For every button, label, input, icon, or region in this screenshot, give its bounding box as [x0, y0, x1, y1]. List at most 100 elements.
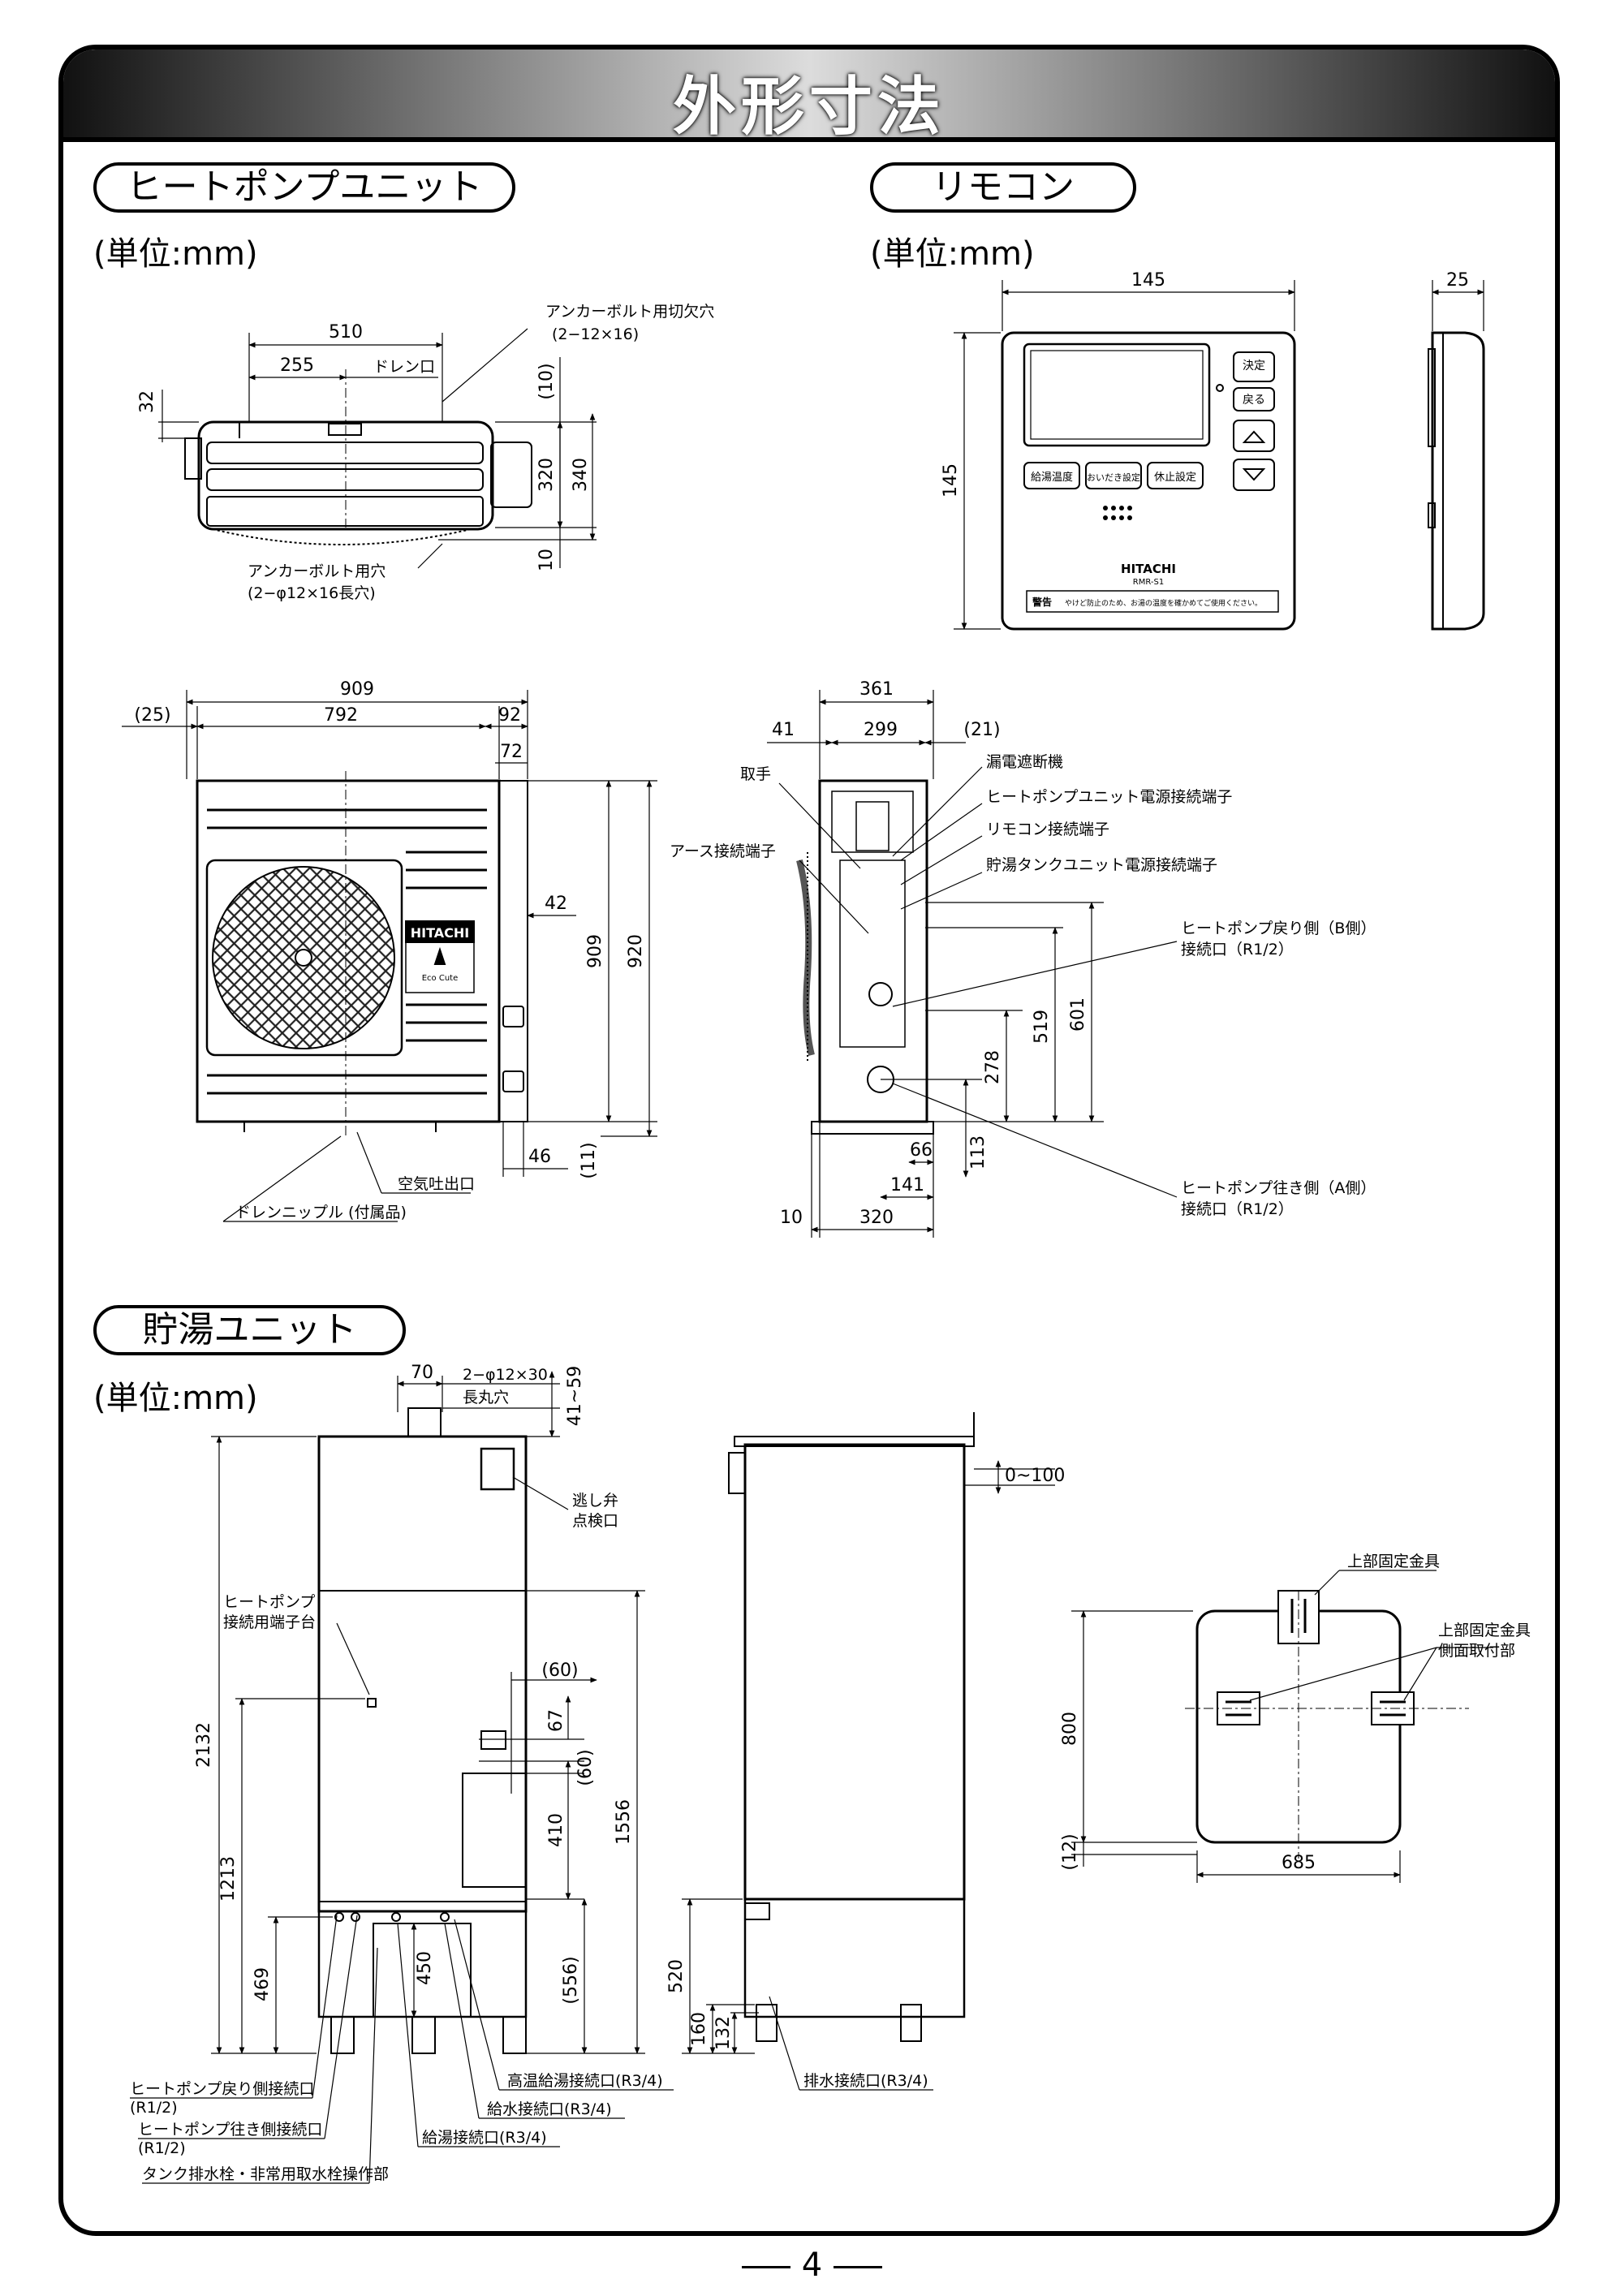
page-number-dash-right	[834, 2265, 883, 2268]
label-anchor-hole-spec: (2−φ12×16長穴)	[248, 584, 376, 602]
tank-front-view	[130, 1371, 674, 2184]
label-fixture: 上部固定金具	[1347, 1553, 1440, 1570]
dim-320-side: 320	[859, 1208, 894, 1228]
dim-11: (11)	[579, 1142, 599, 1178]
dim-556: (556)	[561, 1956, 581, 2004]
label-high-temp: 高温給湯接続口(R3/4)	[507, 2072, 663, 2090]
dim-410: 410	[546, 1813, 566, 1847]
dim-12: (12)	[1060, 1833, 1080, 1870]
page-frame: 外形寸法	[58, 45, 1560, 2236]
remote-button-pause: 休止設定	[1154, 471, 1196, 484]
dim-0-100: 0~100	[1005, 1466, 1065, 1486]
label-supply-a: ヒートポンプ往き側（A側）	[1181, 1179, 1376, 1197]
dim-1556: 1556	[614, 1799, 634, 1845]
remote-front-view	[954, 280, 1296, 631]
dim-450: 450	[415, 1951, 435, 1985]
remote-button-back: 戻る	[1243, 394, 1265, 407]
label-anchor-hole: アンカーボルト用穴	[248, 562, 386, 580]
heat-pump-side-text: 361 41 299 (21) 601 519 278 113 66 141 1…	[670, 679, 1376, 1228]
label-handle: 取手	[740, 765, 771, 783]
dim-70: 70	[411, 1363, 433, 1383]
label-relief-valve: 逃し弁	[572, 1492, 618, 1510]
tank-front-text: 70 2−φ12×30 長丸穴 41~59 2132 1213 469 (60)…	[130, 1363, 663, 2183]
dim-278: 278	[983, 1050, 1003, 1084]
label-remote-terminal: リモコン接続端子	[986, 821, 1109, 838]
label-water-supply: 給水接続口(R3/4)	[487, 2100, 612, 2118]
label-hp-terminal: ヒートポンプ	[223, 1593, 315, 1611]
unit-label-tank: (単位:mm)	[93, 1380, 258, 1417]
dim-160: 160	[689, 2012, 709, 2046]
dim-25: (25)	[134, 705, 170, 726]
dim-299: 299	[864, 720, 898, 740]
dim-slot: 2−φ12×30	[463, 1366, 548, 1384]
label-tank-drain: 排水接続口(R3/4)	[803, 2072, 928, 2090]
dim-320: 320	[536, 458, 557, 492]
label-hp-terminal-2: 接続用端子台	[223, 1613, 316, 1631]
label-hp-return-spec: (R1/2)	[130, 2099, 178, 2117]
dim-792: 792	[324, 705, 358, 726]
dim-41-59: 41~59	[565, 1366, 585, 1426]
label-anchor-notch-spec: (2−12×16)	[552, 325, 639, 343]
tank-side-view	[682, 1412, 1055, 2091]
dim-909-total: 909	[340, 679, 374, 700]
label-relief-inspect: 点検口	[572, 1512, 618, 1530]
dim-10-side: 10	[780, 1208, 803, 1228]
dim-10a: (10)	[536, 363, 557, 399]
heat-pump-top-text: 510 255 ドレン口 32 (10) 320 340 10 アンカーボルト用…	[137, 303, 714, 602]
label-hp-supply-spec: (R1/2)	[138, 2139, 186, 2157]
label-drain-valve: タンク排水栓・非常用取水栓操作部	[142, 2165, 389, 2183]
unit-label-heat-pump: (単位:mm)	[93, 235, 258, 273]
dim-132: 132	[713, 2016, 734, 2050]
dim-113: 113	[968, 1135, 989, 1170]
label-hot-supply: 給湯接続口(R3/4)	[422, 2129, 547, 2147]
page-number-dash-left	[741, 2265, 790, 2268]
dim-92: 92	[498, 705, 521, 726]
label-earth: アース接続端子	[670, 842, 776, 860]
remote-warning-text: やけど防止のため、お湯の温度を確かめてご使用ください。	[1065, 598, 1262, 608]
remote-button-enter: 決定	[1243, 360, 1265, 373]
section-label-heat-pump: ヒートポンプユニット	[93, 162, 515, 213]
remote-side-view	[1428, 280, 1485, 631]
dim-920: 920	[626, 934, 646, 968]
title-bar: 外形寸法	[63, 50, 1555, 144]
page-number-text: 4	[801, 2246, 823, 2284]
dim-255: 255	[280, 355, 314, 376]
dim-21: (21)	[963, 720, 1000, 740]
dim-909-height: 909	[585, 934, 605, 968]
dim-remote-depth: 25	[1446, 270, 1469, 291]
heat-pump-side-view	[767, 690, 1178, 1238]
dim-67: 67	[546, 1709, 566, 1732]
section-label-remote: リモコン	[870, 162, 1136, 213]
dim-72: 72	[500, 742, 523, 762]
page-number: 4	[0, 2246, 1624, 2284]
label-drain: ドレン口	[373, 358, 435, 376]
dim-remote-height: 145	[941, 463, 961, 498]
label-fixture-side-2: 側面取付部	[1438, 1642, 1515, 1660]
dim-685: 685	[1282, 1853, 1316, 1873]
unit-label-remote: (単位:mm)	[870, 235, 1035, 273]
heat-pump-front-text: 909 (25) 792 92 72 42 909 920 46 (11) 空気…	[134, 679, 646, 1221]
label-anchor-notch: アンカーボルト用切欠穴	[545, 303, 714, 321]
remote-button-reheat: おいだき設定	[1087, 472, 1140, 483]
dim-66: 66	[910, 1140, 933, 1161]
label-breaker: 漏電遮断機	[986, 753, 1063, 771]
heat-pump-sub-brand: Eco Cute	[422, 974, 459, 983]
tank-side-text: 0~100 520 160 132 排水接続口(R3/4)	[666, 1466, 1065, 2090]
heat-pump-front-view	[122, 690, 657, 1222]
dim-520: 520	[666, 1959, 687, 1993]
dim-800: 800	[1060, 1712, 1080, 1746]
remote-warning-tag: 警告	[1032, 596, 1052, 608]
remote-brand: HITACHI	[1121, 562, 1176, 576]
dim-519: 519	[1032, 1010, 1052, 1044]
remote-button-hot-temp: 給湯温度	[1031, 471, 1073, 484]
heat-pump-top-view	[158, 328, 597, 569]
remote-text: 145 145 25 給湯温度 おいだき設定 休止設定 決定 戻る HITACH…	[941, 270, 1469, 608]
label-return-b: ヒートポンプ戻り側（B側）	[1181, 920, 1376, 937]
dim-141: 141	[890, 1175, 924, 1195]
label-air-outlet: 空気吐出口	[398, 1175, 475, 1193]
label-hp-power: ヒートポンプユニット電源接続端子	[986, 788, 1232, 806]
dim-510: 510	[329, 322, 363, 342]
dim-361: 361	[859, 679, 894, 700]
label-hp-supply: ヒートポンプ往き側接続口	[138, 2121, 322, 2139]
